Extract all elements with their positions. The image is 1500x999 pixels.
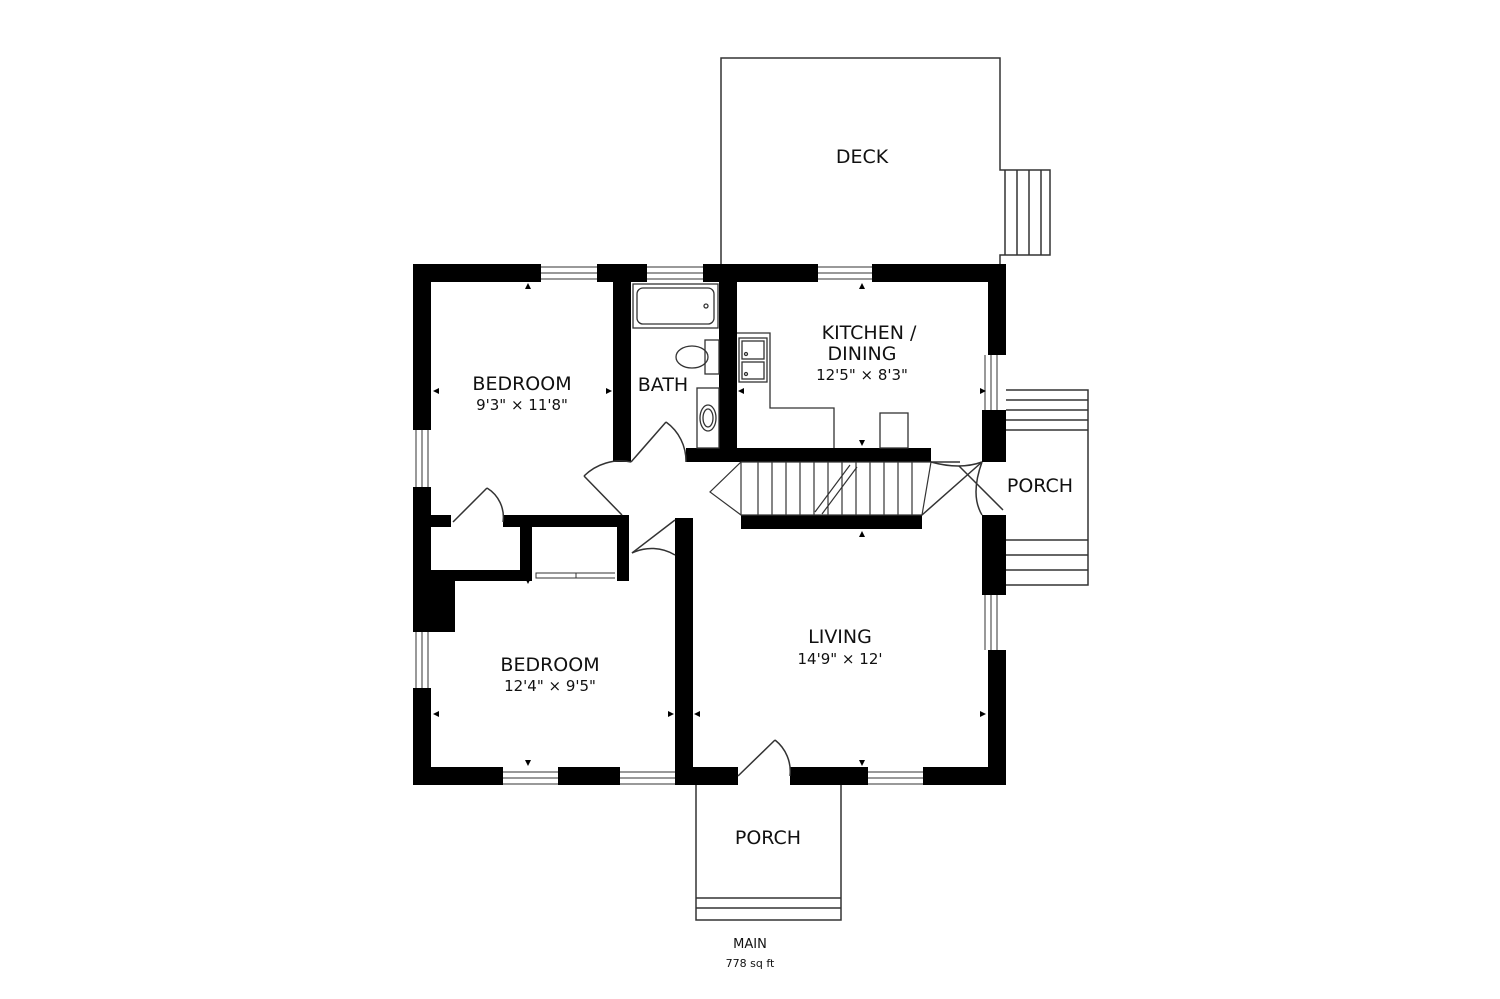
bedroom-lower-label: BEDROOM: [500, 654, 599, 676]
living-label: LIVING: [808, 626, 872, 648]
deck-stairs: [1004, 170, 1042, 255]
side-porch: [1006, 389, 1089, 586]
closet-sliding-door: [535, 572, 615, 579]
floor-area: 778 sq ft: [726, 957, 775, 970]
bath-label: BATH: [638, 374, 688, 396]
deck-label: DECK: [836, 146, 889, 168]
range-icon: [879, 412, 909, 449]
floor-name: MAIN: [733, 937, 767, 952]
walls: [413, 264, 1006, 785]
kitchen-label-line1: KITCHEN /: [822, 322, 917, 344]
living-dimensions: 14'9" × 12': [798, 650, 883, 668]
doors: [452, 421, 1004, 777]
front-porch: [695, 785, 842, 921]
kitchen-counter: [737, 332, 835, 448]
kitchen-label-line2: DINING: [828, 343, 897, 365]
toilet-icon: [675, 339, 720, 375]
bath-fixtures: [632, 283, 720, 449]
bathtub-icon: [632, 283, 719, 329]
deck: [720, 57, 1051, 265]
dimension-markers: [433, 283, 986, 766]
side-porch-label: PORCH: [1007, 475, 1073, 497]
kitchen-dimensions: 12'5" × 8'3": [816, 366, 908, 384]
bedroom-upper-label: BEDROOM: [472, 373, 571, 395]
bedroom-upper-dimensions: 9'3" × 11'8": [476, 396, 568, 414]
kitchen-fixtures: [737, 332, 909, 449]
windows: [415, 266, 998, 785]
stairs: [709, 461, 932, 516]
sink-icon: [696, 387, 720, 449]
side-porch-stairs: [1006, 399, 1088, 571]
double-sink-icon: [738, 337, 768, 383]
front-porch-label: PORCH: [735, 827, 801, 849]
bedroom-lower-dimensions: 12'4" × 9'5": [504, 677, 596, 695]
